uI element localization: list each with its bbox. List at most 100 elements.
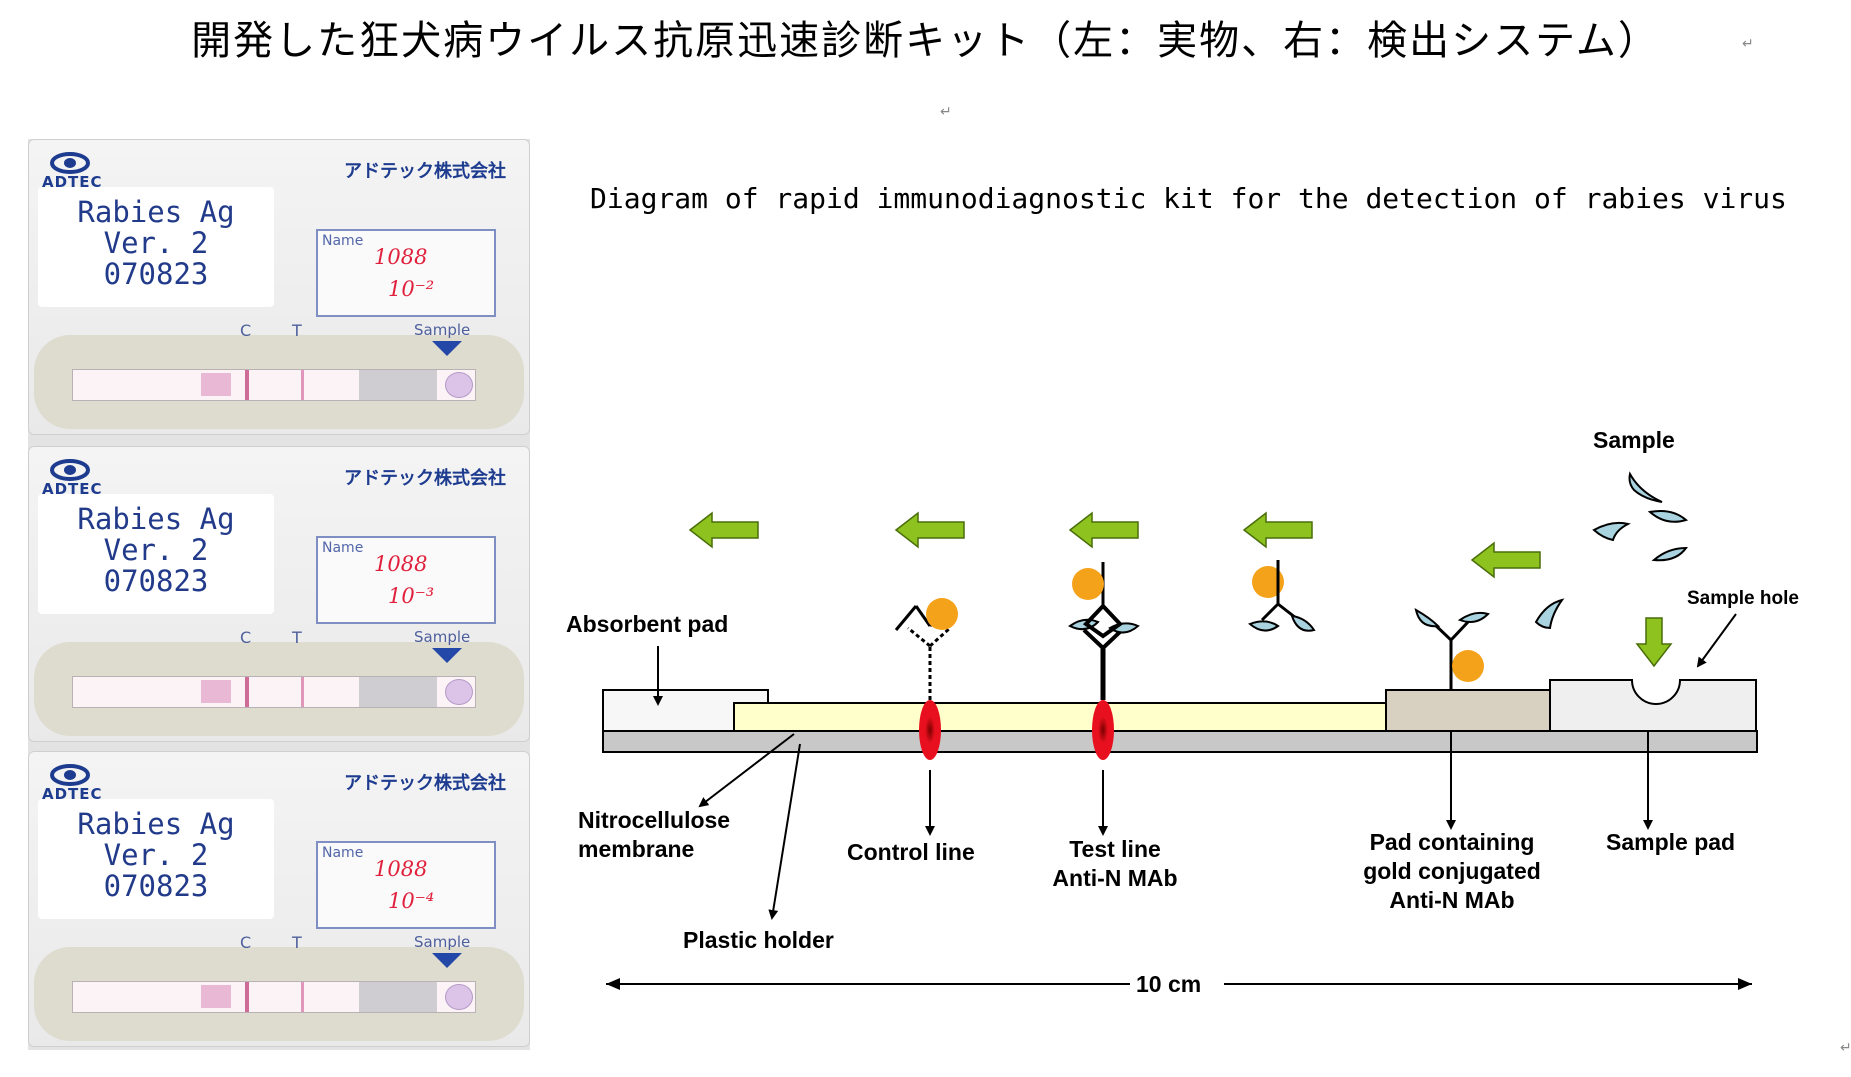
- gold-antibody-icon: [1414, 608, 1490, 690]
- test-band: [301, 677, 304, 707]
- sample-pad: [1549, 679, 1757, 732]
- return-mark: ↵: [1840, 1040, 1851, 1056]
- control-marker: C: [240, 933, 252, 952]
- handwritten-sample-id: 1088: [374, 245, 428, 269]
- diagram-title: Diagram of rapid immunodiagnostic kit fo…: [590, 182, 1787, 215]
- pointer-lines: [653, 613, 1737, 920]
- kit-label-version: Ver. 2: [103, 838, 209, 872]
- gold-antibody-complex-icon: [1248, 560, 1316, 632]
- test-marker: T: [292, 628, 302, 647]
- adtec-logo-icon: [50, 152, 90, 174]
- test-band: [301, 982, 304, 1012]
- kit-card: ADTEC アドテック株式会社 Rabies Ag Ver. 2 070823 …: [28, 139, 530, 435]
- control-band: [245, 370, 249, 400]
- sample-marker: Sample: [414, 321, 471, 339]
- conjugate-zone: [201, 680, 231, 703]
- kit-label: Rabies Ag Ver. 2 070823: [38, 187, 274, 307]
- sample-arrow-icon: [432, 648, 462, 663]
- label-plastic-holder: Plastic holder: [683, 927, 834, 953]
- kit-label-lot: 070823: [103, 564, 209, 598]
- kit-label-lot: 070823: [103, 257, 209, 291]
- control-line-antibody-icon: [894, 598, 958, 700]
- sample-well: [445, 679, 473, 705]
- test-strip: [72, 676, 476, 708]
- kit-label-version: Ver. 2: [103, 533, 209, 567]
- control-band: [245, 982, 249, 1012]
- kit-label: Rabies Ag Ver. 2 070823: [38, 494, 274, 614]
- sample-marker: Sample: [414, 628, 471, 646]
- antigen-icon: [1534, 471, 1689, 630]
- label-test-line: Test line Anti-N MAb: [1030, 835, 1200, 893]
- kit-label-product: Rabies Ag: [77, 195, 235, 229]
- flow-arrow-icon: [894, 511, 965, 549]
- flow-arrow-icon: [688, 511, 759, 549]
- test-marker: T: [292, 933, 302, 952]
- sample-well: [445, 984, 473, 1010]
- test-line-band: [1092, 700, 1114, 760]
- label-sample-pad: Sample pad: [1606, 829, 1736, 855]
- return-mark: ↵: [1742, 36, 1754, 52]
- name-caption: Name: [322, 233, 364, 249]
- sample-pad-zone: [359, 982, 437, 1012]
- handwritten-sample-id: 1088: [374, 552, 428, 576]
- test-line-sandwich-icon: [1068, 562, 1140, 700]
- label-nitrocellulose-line1: Nitrocellulose: [578, 807, 731, 833]
- page-title: 開発した狂犬病ウイルス抗原迅速診断キット（左：実物、右：検出システム）: [191, 18, 1660, 64]
- name-box: Name 1088 10⁻³: [316, 536, 496, 624]
- control-band: [245, 677, 249, 707]
- nitrocellulose-membrane: [733, 702, 1387, 732]
- handwritten-dilution: 10⁻²: [388, 277, 435, 301]
- name-caption: Name: [322, 845, 364, 861]
- adtec-logo-icon: [50, 459, 90, 481]
- test-strip: [72, 369, 476, 401]
- name-caption: Name: [322, 540, 364, 556]
- test-band: [301, 370, 304, 400]
- label-gold-pad-line1: Pad containing: [1369, 829, 1535, 855]
- handwritten-sample-id: 1088: [374, 857, 428, 881]
- gold-conjugate-pad: [1385, 689, 1553, 732]
- control-marker: C: [240, 321, 252, 340]
- kit-label: Rabies Ag Ver. 2 070823: [38, 799, 274, 919]
- company-name: アドテック株式会社: [344, 468, 506, 489]
- conjugate-zone: [201, 373, 231, 396]
- handwritten-dilution: 10⁻⁴: [388, 889, 435, 913]
- label-nitrocellulose-membrane: Nitrocellulose membrane: [578, 806, 730, 864]
- flow-arrow-icon: [1068, 511, 1139, 549]
- kit-photo-column: ADTEC アドテック株式会社 Rabies Ag Ver. 2 070823 …: [28, 139, 530, 1050]
- test-strip: [72, 981, 476, 1013]
- name-box: Name 1088 10⁻²: [316, 229, 496, 317]
- label-test-line-line2: Anti-N MAb: [1052, 865, 1178, 891]
- sample-pad-zone: [359, 370, 437, 400]
- flow-arrow-icon: [1242, 511, 1313, 549]
- scale-bar: [606, 978, 1752, 990]
- label-gold-pad: Pad containing gold conjugated Anti-N MA…: [1336, 828, 1568, 915]
- sample-down-arrow-icon: [1635, 617, 1673, 668]
- handwritten-dilution: 10⁻³: [388, 584, 435, 608]
- label-control-line: Control line: [847, 839, 975, 865]
- kit-card: ADTEC アドテック株式会社 Rabies Ag Ver. 2 070823 …: [28, 751, 530, 1047]
- adtec-logo-text: ADTEC: [42, 173, 103, 191]
- kit-label-product: Rabies Ag: [77, 807, 235, 841]
- control-marker: C: [240, 628, 252, 647]
- sample-arrow-icon: [432, 341, 462, 356]
- label-sample-hole: Sample hole: [1687, 588, 1799, 609]
- label-absorbent-pad: Absorbent pad: [566, 611, 729, 637]
- kit-label-product: Rabies Ag: [77, 502, 235, 536]
- sample-well: [445, 372, 473, 398]
- company-name: アドテック株式会社: [344, 773, 506, 794]
- sample-pad-zone: [359, 677, 437, 707]
- kit-label-version: Ver. 2: [103, 226, 209, 260]
- label-test-line-line1: Test line: [1069, 836, 1161, 862]
- conjugate-zone: [201, 985, 231, 1008]
- kit-card: ADTEC アドテック株式会社 Rabies Ag Ver. 2 070823 …: [28, 446, 530, 742]
- company-name: アドテック株式会社: [344, 161, 506, 182]
- label-gold-pad-line3: Anti-N MAb: [1389, 887, 1515, 913]
- adtec-logo-icon: [50, 764, 90, 786]
- sample-arrow-icon: [432, 953, 462, 968]
- flow-arrow-icon: [1470, 541, 1541, 579]
- name-box: Name 1088 10⁻⁴: [316, 841, 496, 929]
- sample-marker: Sample: [414, 933, 471, 951]
- adtec-logo-text: ADTEC: [42, 480, 103, 498]
- test-marker: T: [292, 321, 302, 340]
